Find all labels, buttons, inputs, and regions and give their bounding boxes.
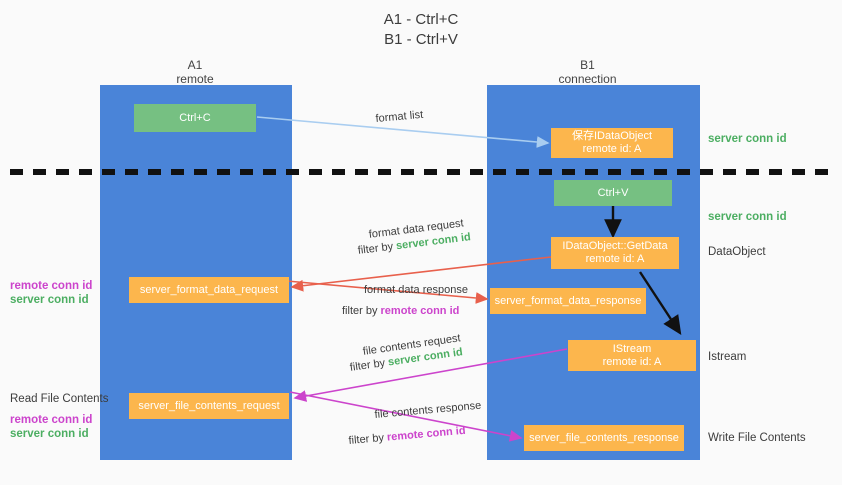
column-b1-name: B1 <box>580 58 595 72</box>
node-server-file-contents-response[interactable]: server_file_contents_response <box>524 425 684 451</box>
column-b1-sub: connection <box>558 72 617 86</box>
node-getdata-line2: remote id: A <box>585 253 645 265</box>
node-idataobject-getdata[interactable]: IDataObject::GetData remote id: A <box>551 237 679 269</box>
column-a1-sub: remote <box>176 72 214 86</box>
node-save-idataobject-line1: 保存IDataObject <box>571 130 653 142</box>
column-header-b1: B1 connection <box>520 58 655 86</box>
node-save-idataobject-line2: remote id: A <box>582 143 642 155</box>
label-read-file-contents: Read File Contents <box>10 393 109 405</box>
node-server-format-data-response[interactable]: server_format_data_response <box>490 288 646 314</box>
label-server-conn-id-1: server conn id <box>10 294 89 306</box>
title-line-2: B1 - Ctrl+V <box>384 31 458 48</box>
node-server-file-contents-request[interactable]: server_file_contents_request <box>129 393 289 419</box>
node-server-format-data-request[interactable]: server_format_data_request <box>129 277 289 303</box>
edge-label-format-list: format list <box>375 108 424 125</box>
node-istream-line2: remote id: A <box>602 355 662 368</box>
node-save-idataobject[interactable]: 保存IDataObject remote id: A <box>551 128 673 158</box>
node-server-format-data-request-label: server_format_data_request <box>139 283 279 296</box>
label-write-file-contents: Write File Contents <box>708 432 806 444</box>
column-header-a1: A1 remote <box>130 58 260 86</box>
node-ctrl-c[interactable]: Ctrl+C <box>134 104 256 132</box>
label-remote-conn-id-2: remote conn id <box>10 414 93 426</box>
label-istream: Istream <box>708 351 747 363</box>
label-dataobject: DataObject <box>708 246 766 258</box>
node-ctrl-c-label: Ctrl+C <box>179 111 211 124</box>
filter-prefix-1: filter by <box>357 240 397 257</box>
node-ctrl-v-label: Ctrl+V <box>597 186 629 199</box>
node-getdata-line1: IDataObject::GetData <box>562 240 668 252</box>
edge-label-file-contents-response-filter: filter by remote conn id <box>348 424 466 448</box>
title-line-1: A1 - Ctrl+C <box>383 11 459 28</box>
edge-label-format-data-response: format data response <box>364 284 468 296</box>
node-istream[interactable]: IStream remote id: A <box>568 340 696 371</box>
node-ctrl-v[interactable]: Ctrl+V <box>554 180 672 206</box>
node-server-file-contents-request-label: server_file_contents_request <box>138 399 280 412</box>
edge-label-file-contents-response: file contents response <box>374 399 482 421</box>
node-server-format-data-response-label: server_format_data_response <box>494 294 642 307</box>
filter-prefix-3: filter by <box>349 356 389 374</box>
node-istream-line1: IStream <box>612 342 652 355</box>
label-server-conn-id-2: server conn id <box>10 428 89 440</box>
edge-label-format-data-response-filter: filter by remote conn id <box>342 304 459 318</box>
filter-prefix-2: filter by <box>342 305 381 317</box>
column-a1-name: A1 <box>187 58 203 72</box>
page-title: A1 - Ctrl+C B1 - Ctrl+V <box>0 10 842 50</box>
label-server-conn-id-mid: server conn id <box>708 211 787 223</box>
node-server-file-contents-response-label: server_file_contents_response <box>529 431 679 444</box>
filter-key-4: remote conn id <box>386 424 467 444</box>
label-server-conn-id-top: server conn id <box>708 133 787 145</box>
label-remote-conn-id-1: remote conn id <box>10 280 93 292</box>
filter-key-2: remote conn id <box>380 305 460 317</box>
filter-prefix-4: filter by <box>348 431 388 447</box>
